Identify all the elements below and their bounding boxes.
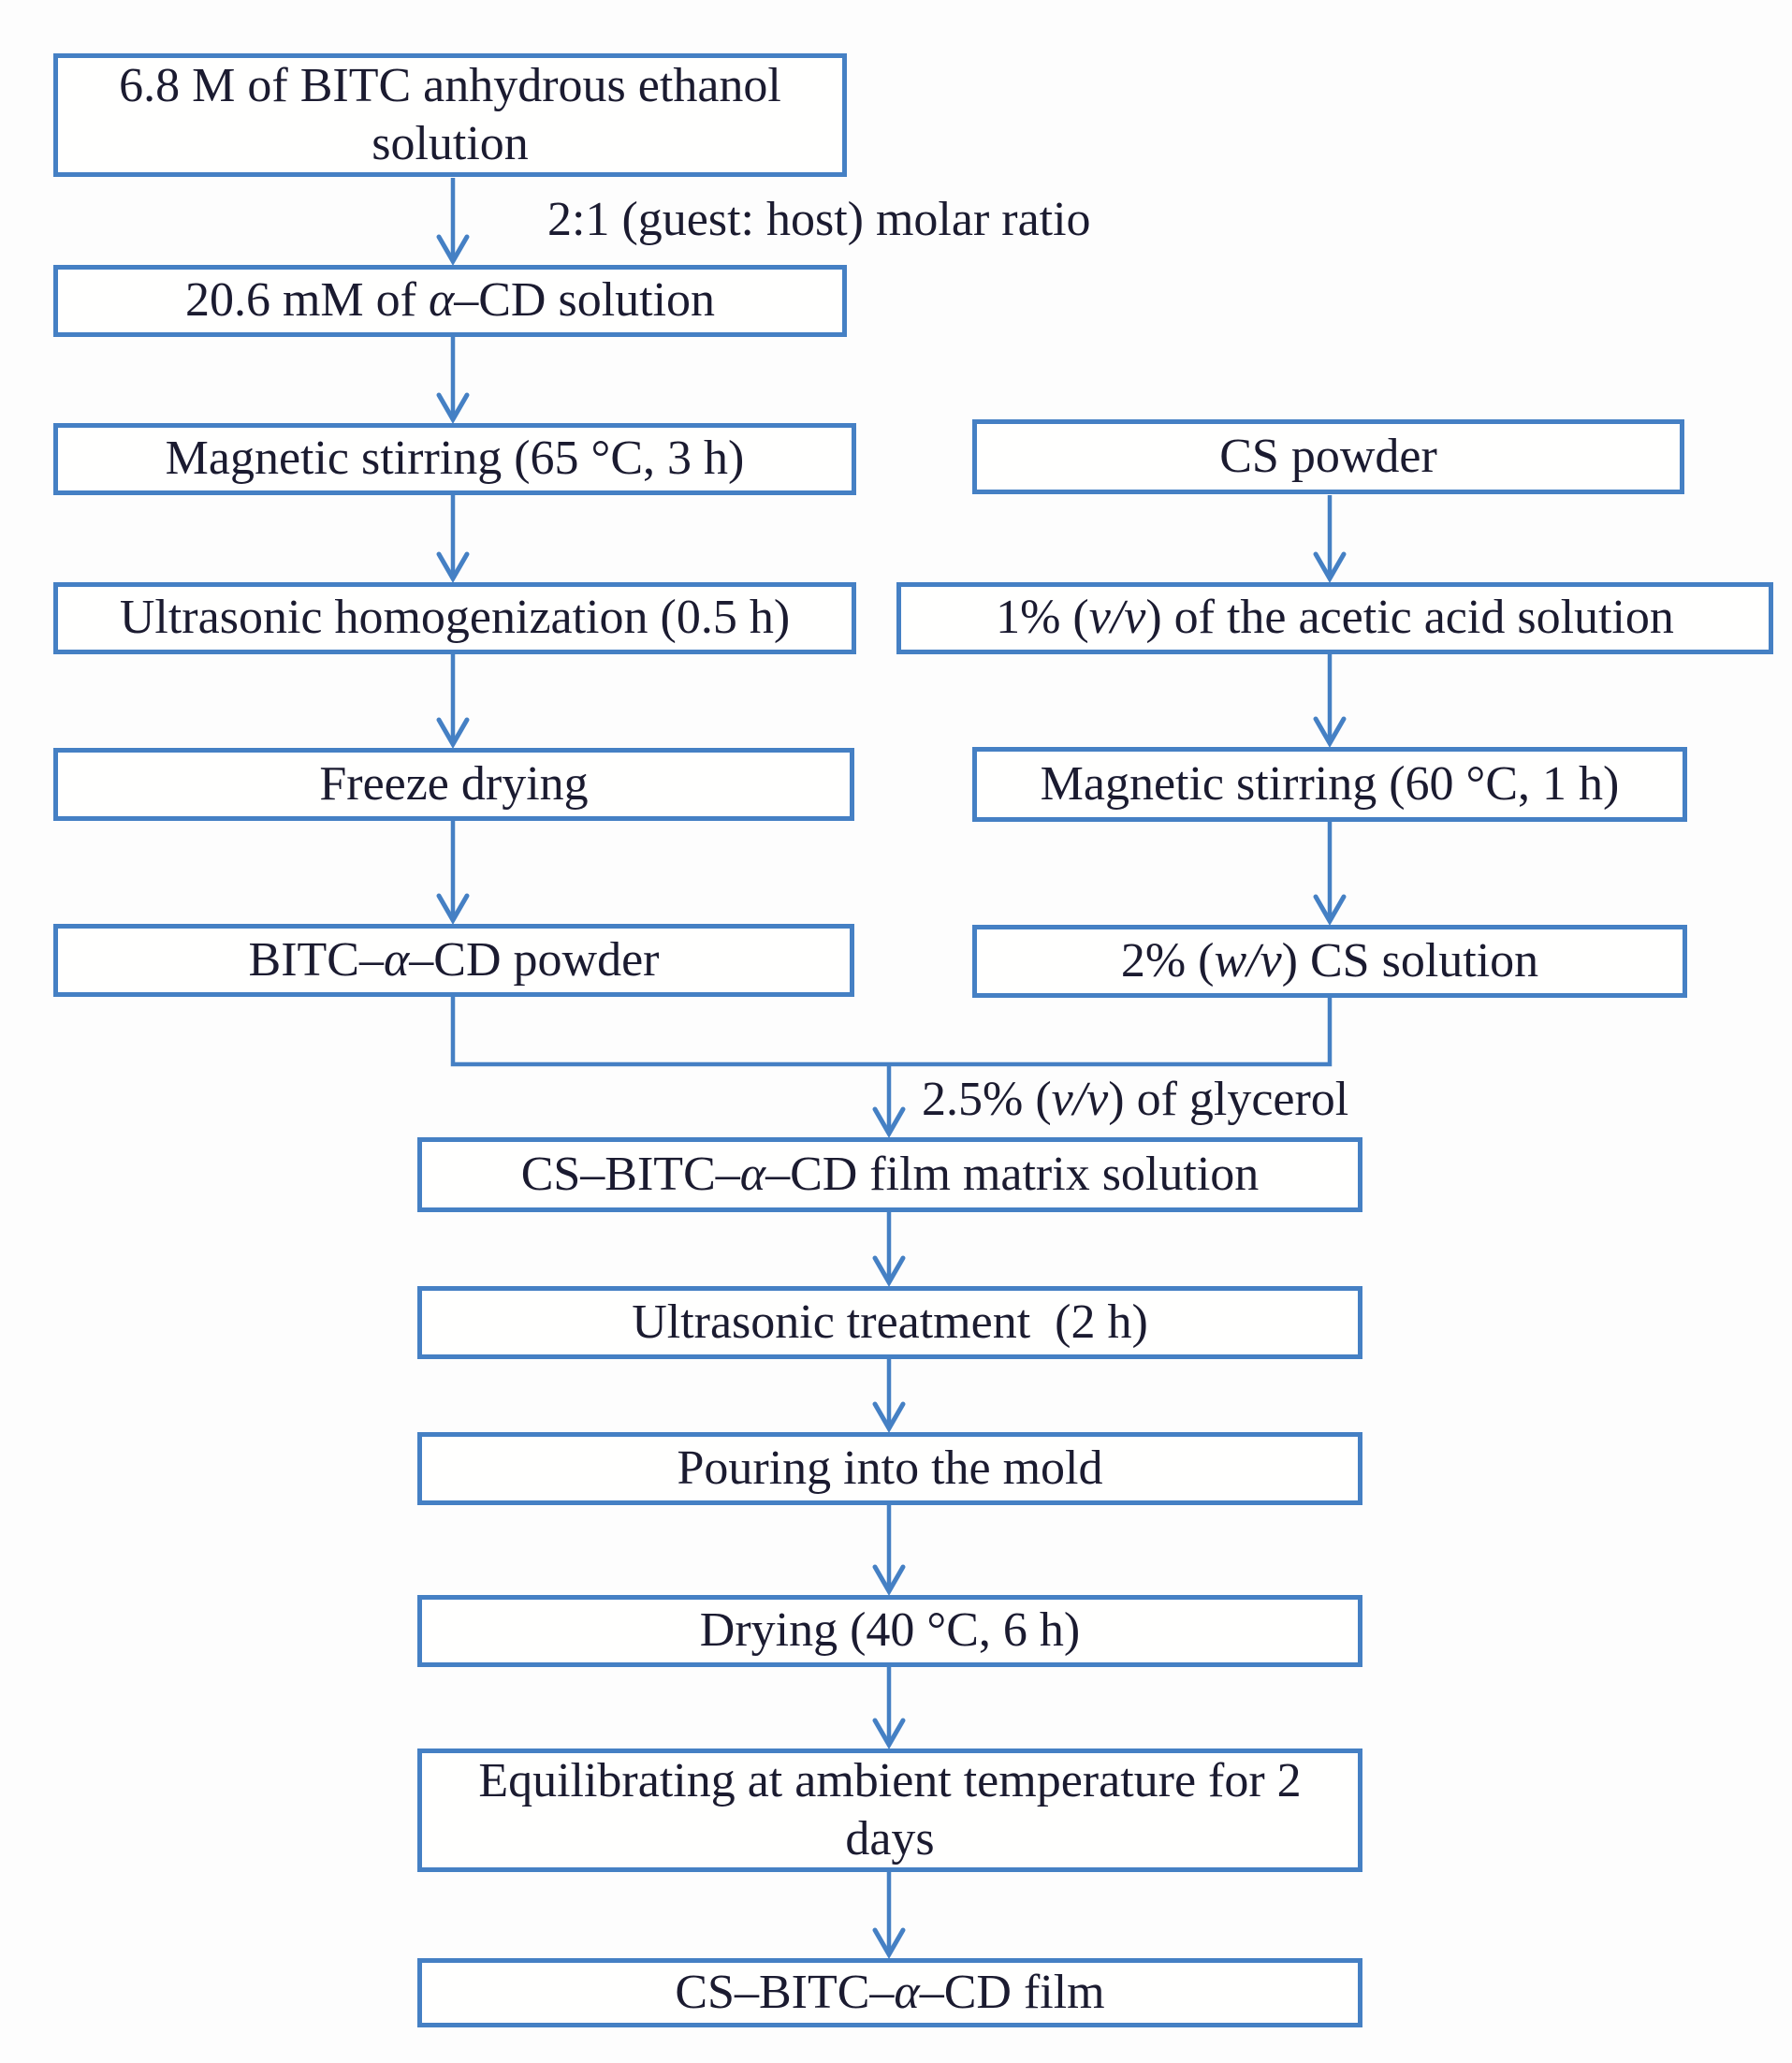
box-acd-solution: 20.6 mM of α–CD solution <box>53 265 847 337</box>
box-magnetic-stirring-60: Magnetic stirring (60 °C, 1 h) <box>972 747 1687 822</box>
box-acetic-acid-solution-label: 1% (v/v) of the acetic acid solution <box>996 591 1674 645</box>
merge-connector <box>450 997 1333 1067</box>
box-bitc-acd-powder-label: BITC–α–CD powder <box>248 932 660 987</box>
box-cs-powder: CS powder <box>972 419 1684 494</box>
box-freeze-drying: Freeze drying <box>53 748 854 821</box>
box-cs-solution: 2% (w/v) CS solution <box>972 925 1687 998</box>
box-magnetic-stirring-65-label: Magnetic stirring (65 °C, 3 h) <box>165 432 745 486</box>
box-equilibrating-label: Equilibrating at ambient temperature for… <box>478 1753 1314 1865</box>
box-final-film-label: CS–BITC–α–CD film <box>675 1965 1105 2019</box>
box-ultrasonic-treatment: Ultrasonic treatment (2 h) <box>417 1286 1362 1359</box>
box-freeze-drying-label: Freeze drying <box>319 756 589 811</box>
box-magnetic-stirring-65: Magnetic stirring (65 °C, 3 h) <box>53 423 856 495</box>
box-ultrasonic-homogenization-label: Ultrasonic homogenization (0.5 h) <box>119 591 791 645</box>
box-drying-label: Drying (40 °C, 6 h) <box>699 1603 1081 1658</box>
box-ultrasonic-treatment-label: Ultrasonic treatment (2 h) <box>632 1295 1148 1349</box>
box-drying: Drying (40 °C, 6 h) <box>417 1595 1362 1667</box>
box-magnetic-stirring-60-label: Magnetic stirring (60 °C, 1 h) <box>1040 756 1620 811</box>
box-final-film: CS–BITC–α–CD film <box>417 1958 1362 2027</box>
box-film-matrix-solution: CS–BITC–α–CD film matrix solution <box>417 1137 1362 1212</box>
box-bitc-ethanol-solution-label: 6.8 M of BITC anhydrous ethanol solution <box>119 58 794 170</box>
box-equilibrating: Equilibrating at ambient temperature for… <box>417 1748 1362 1872</box>
box-pouring-into-mold-label: Pouring into the mold <box>677 1441 1103 1495</box>
box-pouring-into-mold: Pouring into the mold <box>417 1432 1362 1505</box>
box-ultrasonic-homogenization: Ultrasonic homogenization (0.5 h) <box>53 582 856 654</box>
box-film-matrix-solution-label: CS–BITC–α–CD film matrix solution <box>520 1147 1260 1201</box>
molar-ratio-annotation: 2:1 (guest: host) molar ratio <box>547 193 1091 246</box>
glycerol-annotation: 2.5% (v/v) of glycerol <box>922 1073 1349 1126</box>
box-acd-solution-label: 20.6 mM of α–CD solution <box>184 273 716 328</box>
box-cs-solution-label: 2% (w/v) CS solution <box>1120 933 1539 988</box>
box-bitc-acd-powder: BITC–α–CD powder <box>53 924 854 997</box>
box-bitc-ethanol-solution: 6.8 M of BITC anhydrous ethanol solution <box>53 53 847 177</box>
box-acetic-acid-solution: 1% (v/v) of the acetic acid solution <box>896 582 1773 654</box>
box-cs-powder-label: CS powder <box>1219 429 1437 483</box>
